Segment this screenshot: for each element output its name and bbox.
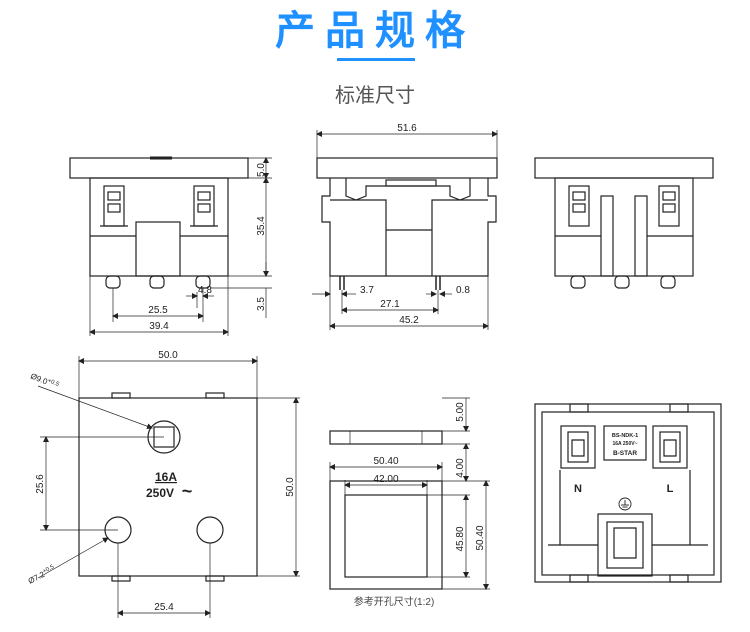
- cutout-inner: [344, 494, 428, 578]
- front-view-flange: [69, 157, 249, 179]
- front-dim-pin-length: 3.5: [256, 297, 267, 311]
- top-dim-width: 50.0: [158, 350, 178, 361]
- top-dim-horizontal-spacing: 25.4: [154, 602, 174, 613]
- cutout-dim-outer-height: 50.40: [475, 525, 486, 550]
- cutout-dim-step: 4.00: [455, 458, 466, 478]
- cutout-outer: [329, 480, 443, 590]
- side-dim-body-width: 45.2: [399, 315, 419, 326]
- rear-side-view: [534, 157, 714, 289]
- rear-label-rating: 16A 250V~: [613, 441, 638, 447]
- top-dim-vertical-spacing: 25.6: [35, 474, 46, 494]
- rating-current: 16A: [155, 470, 177, 484]
- front-view: [69, 156, 272, 336]
- rear-terminal-n-label: N: [574, 483, 582, 495]
- top-view: [37, 356, 300, 618]
- front-dim-total-width: 39.4: [149, 321, 169, 332]
- rear-label-brand: B-STAR: [613, 450, 637, 457]
- rear-view-outline: [534, 403, 722, 583]
- rear-view-labels: BS-NDK-1 16A 250V~ B-STAR N L: [574, 433, 674, 495]
- side-view: [312, 130, 498, 330]
- side-dim-top-width: 51.6: [397, 123, 417, 134]
- rating-ac-symbol: ~: [182, 481, 193, 501]
- rear-terminal-l-label: L: [667, 483, 674, 495]
- page-subtitle: 标准尺寸: [335, 83, 415, 107]
- terminal-l: [652, 425, 688, 469]
- rear-view: [534, 403, 722, 583]
- side-dim-left-offset: 3.7: [360, 285, 374, 296]
- live-socket-hole: [196, 516, 224, 544]
- terminal-n: [560, 425, 596, 469]
- cutout-dim-inner-height: 45.80: [455, 526, 466, 551]
- top-view-plate: [78, 397, 258, 577]
- top-dim-hole-small: Ø7.2+0.5: [27, 564, 58, 586]
- terminal-earth: [597, 513, 653, 577]
- side-view-flange: [316, 157, 498, 179]
- cutout-dim-inner-width: 42.00: [373, 474, 398, 485]
- cutout-dim-frame: 5.00: [455, 402, 466, 422]
- front-dim-pin-spacing: 25.5: [148, 305, 168, 316]
- cutout-frame-profile: [329, 430, 443, 445]
- top-dim-height: 50.0: [285, 477, 296, 497]
- rating-voltage: 250V: [146, 486, 174, 500]
- side-dim-pin-spacing: 27.1: [380, 299, 400, 310]
- front-view-labels: 5.0 35.4 4.8 3.5 25.5 39.4: [148, 163, 267, 332]
- front-dim-top-height: 5.0: [256, 163, 267, 177]
- cutout-dim-outer-width: 50.40: [373, 456, 398, 467]
- side-view-labels: 51.6 3.7 0.8 27.1 45.2: [360, 123, 470, 326]
- cutout-caption: 参考开孔尺寸(1:2): [354, 595, 435, 608]
- top-dim-hole-large: Ø9.0+0.5: [29, 372, 60, 392]
- front-view-body: [89, 177, 229, 277]
- top-view-labels: 50.0 50.0 25.6 25.4 Ø9.0+0.5 Ø7.2+0.5 16…: [27, 350, 296, 613]
- front-dim-body-height: 35.4: [256, 216, 267, 236]
- cutout-view: [329, 397, 490, 590]
- title-underline: [337, 58, 415, 61]
- page-title: 产品规格: [275, 8, 475, 54]
- front-dim-pin-width: 4.8: [198, 285, 212, 296]
- rear-label-model: BS-NDK-1: [612, 433, 638, 439]
- cutout-view-labels: 5.00 4.00 50.40 42.00 45.80 50.40 参考开孔尺寸…: [354, 402, 486, 608]
- side-dim-pin-thickness: 0.8: [456, 285, 470, 296]
